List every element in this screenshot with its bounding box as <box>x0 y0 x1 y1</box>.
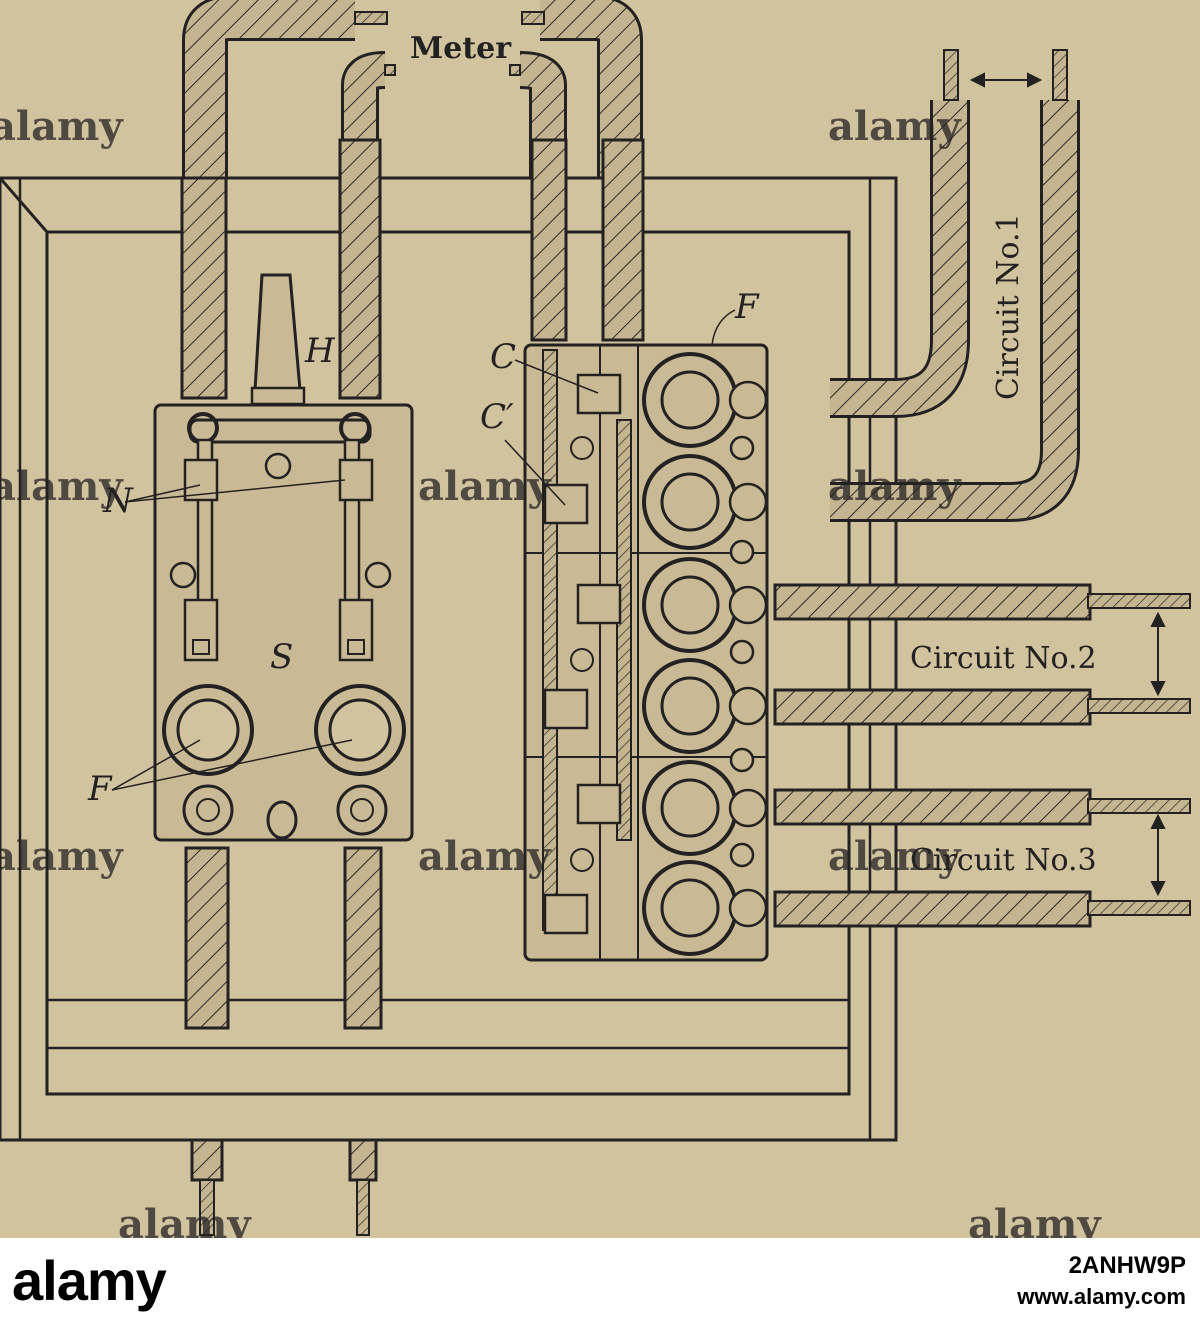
image-id: 2ANHW9P <box>1068 1252 1186 1279</box>
circuit1-arrow <box>969 72 1043 88</box>
watermark-2: alamy <box>828 103 962 150</box>
watermark-5: alamy <box>828 463 962 510</box>
entry-conduits <box>180 138 645 400</box>
circuit-horizontal-wires <box>1087 593 1191 916</box>
label-C-prime: C′ <box>480 397 514 437</box>
site-url: www.alamy.com <box>1017 1284 1186 1309</box>
watermark-9: alamy <box>118 1201 252 1238</box>
label-S: S <box>270 637 293 677</box>
lower-conduits <box>184 846 383 1182</box>
circuit1-conduits <box>830 100 1080 522</box>
label-H: H <box>304 331 336 371</box>
watermark-1: alamy <box>0 103 124 150</box>
leader-lines <box>111 479 353 791</box>
circuit2-label: Circuit No.2 <box>910 641 1097 676</box>
label-F-fuse: F <box>734 287 760 327</box>
wiring-diagram: Meter <box>0 0 1191 1238</box>
circuit2-label-bg <box>905 635 1095 679</box>
watermark-6: alamy <box>0 833 124 880</box>
fuse-panel <box>523 343 769 962</box>
circuit-dimension-arrows <box>1150 611 1166 897</box>
main-switch <box>153 273 414 842</box>
circuit-horizontal-conduits <box>773 583 1092 928</box>
watermark-3: alamy <box>0 463 124 510</box>
label-C: C <box>490 337 516 377</box>
circuit1-label: Circuit No.1 <box>991 213 1026 400</box>
circuit3-label-bg <box>905 837 1095 881</box>
stock-footer: alamy 2ANHW9P www.alamy.com <box>0 1238 1200 1325</box>
watermark-7: alamy <box>418 833 552 880</box>
watermark-10: alamy <box>968 1201 1102 1238</box>
watermark-overlay: alamy alamy alamy alamy alamy alamy alam… <box>0 103 1102 1238</box>
circuit3-label: Circuit No.3 <box>910 843 1097 878</box>
fuse-leader-lines <box>504 309 736 506</box>
watermark-4: alamy <box>418 463 552 510</box>
meter-label: Meter <box>410 31 512 66</box>
label-F-switch: F <box>87 769 113 809</box>
meter-wire-ends <box>354 11 545 76</box>
circuit1-wire-ends <box>943 49 1068 101</box>
meter-conduits <box>182 0 643 330</box>
cabinet-rails <box>18 178 872 1140</box>
alamy-logo: alamy <box>12 1249 167 1312</box>
watermark-8: alamy <box>828 833 962 880</box>
lower-wires <box>199 1179 370 1236</box>
